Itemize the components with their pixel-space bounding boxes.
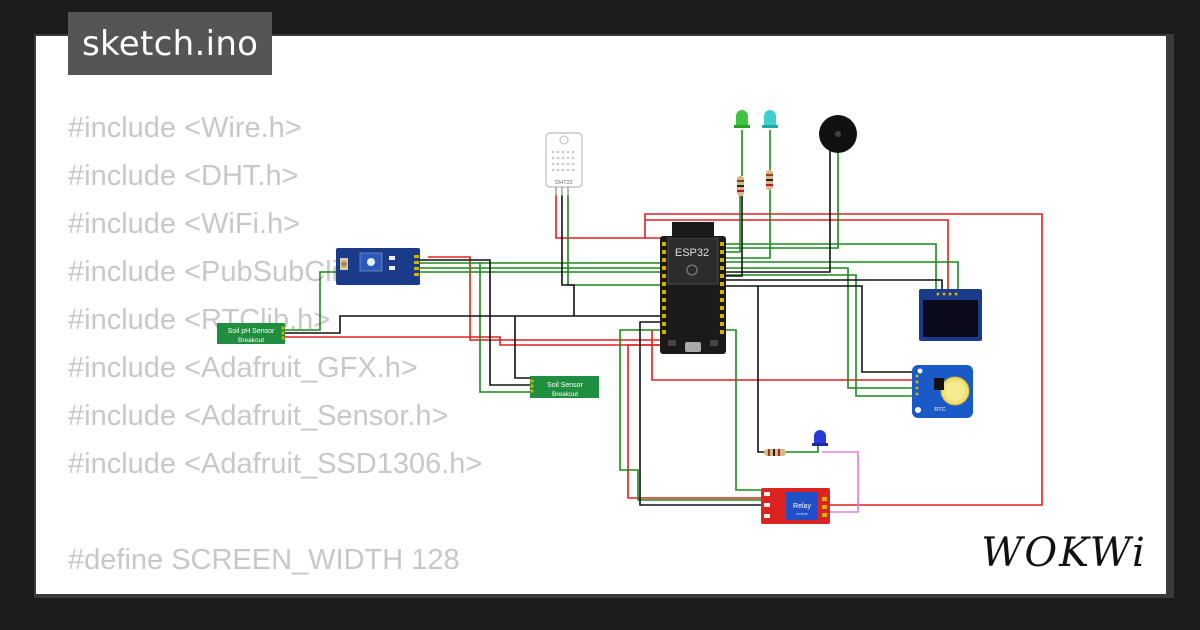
soil-sensor-label-1: Soil Sensor <box>547 382 583 389</box>
resistor[interactable] <box>766 170 773 190</box>
green-led[interactable] <box>734 110 750 128</box>
code-line: #define SCREEN_HEIGHT 64 <box>68 584 482 594</box>
esp32-board[interactable]: ESP32 <box>660 222 726 354</box>
soil-ph-label-2: Breakout <box>238 337 264 344</box>
wire-green <box>285 271 662 331</box>
wire-green <box>726 196 741 253</box>
rtc-module[interactable]: RTC <box>912 365 973 418</box>
esp32-label: ESP32 <box>675 247 709 259</box>
relay-label: Relay <box>793 503 811 510</box>
wire-black <box>285 315 662 334</box>
soil-ph-label-1: Soil pH Sensor <box>228 328 275 335</box>
wires <box>285 130 1043 513</box>
rtc-label: RTC <box>934 407 945 413</box>
wire-green <box>479 262 530 393</box>
wire-black <box>561 195 575 316</box>
wire-green <box>619 329 762 501</box>
resistor[interactable] <box>737 176 744 196</box>
wire-black <box>420 259 530 386</box>
wire-red <box>627 344 762 499</box>
code-line: #include <Adafruit_SSD1306.h> <box>68 448 483 480</box>
wire-black <box>726 279 943 292</box>
file-name: sketch.ino <box>82 23 259 64</box>
soil-sensor-label-2: Breakout <box>552 391 578 398</box>
wire-green <box>726 329 762 491</box>
wire-green <box>726 267 916 389</box>
relay-sublabel: module <box>796 512 808 516</box>
dht22-sensor[interactable]: DHT22 <box>545 132 583 196</box>
soil-moisture-sensor[interactable]: Soil Sensor Breakout <box>530 376 599 398</box>
soil-ph-sensor[interactable]: Soil pH Sensor Breakout <box>217 323 285 344</box>
wire-red <box>285 336 662 346</box>
code-line: #define SCREEN_WIDTH 128 <box>68 544 460 576</box>
code-line: #include <DHT.h> <box>68 160 299 192</box>
wire-green <box>726 190 771 259</box>
wire-green <box>726 243 937 292</box>
dht22-label: DHT22 <box>555 180 572 186</box>
code-line: #include <Adafruit_Sensor.h> <box>68 400 449 432</box>
code-background: #include <Wire.h> #include <DHT.h> #includ… <box>68 104 482 594</box>
wire-green <box>726 150 839 249</box>
wire-black <box>757 286 766 453</box>
cyan-led[interactable] <box>762 110 778 128</box>
relay-module[interactable]: Relay module <box>761 488 830 524</box>
oled-display[interactable] <box>919 289 982 341</box>
wire-red <box>644 213 1043 506</box>
wire-black <box>726 150 831 273</box>
buzzer[interactable] <box>819 115 857 153</box>
code-line: #include <WiFi.h> <box>68 208 301 240</box>
wire-black <box>726 285 916 373</box>
resistor[interactable] <box>764 449 786 456</box>
wire-green <box>726 261 959 292</box>
wire-red <box>651 330 916 381</box>
wire-red <box>645 219 949 292</box>
logo-text: WOKWi <box>981 530 1147 576</box>
code-line: #include <Adafruit_GFX.h> <box>68 352 418 384</box>
wire-black <box>639 321 762 506</box>
code-line: #include <Wire.h> <box>68 112 302 144</box>
blue-led[interactable] <box>812 430 828 446</box>
wire-pink <box>822 451 859 513</box>
file-title-tab: sketch.ino <box>68 12 273 75</box>
wire-black <box>726 196 743 277</box>
wokwi-logo: WOKWi <box>981 530 1147 576</box>
wire-green <box>786 444 819 453</box>
wire-black <box>514 316 530 379</box>
wire-red <box>428 256 662 341</box>
wire-red <box>555 195 662 239</box>
ldr-module[interactable] <box>336 248 420 285</box>
wire-green <box>726 274 916 397</box>
